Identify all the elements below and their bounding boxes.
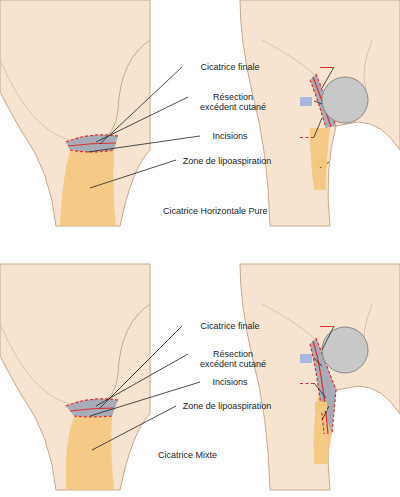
legend-text: Zone de lipoaspiration xyxy=(172,156,282,166)
legend-swatch xyxy=(300,97,312,106)
legend-text: Résection excédent cutané xyxy=(196,349,270,369)
legend-text: Résection excédent cutané xyxy=(196,92,270,112)
scar-line-sample xyxy=(320,67,334,68)
incision-line-sample xyxy=(300,383,314,384)
legend-swatch xyxy=(315,402,327,411)
legend-text: Zone de lipoaspiration xyxy=(172,401,282,411)
legend-text: Incisions xyxy=(190,131,270,141)
panel-caption: Cicatrice Horizontale Pure xyxy=(163,206,268,216)
legend-text: Cicatrice finale xyxy=(180,62,280,72)
legend-text: Incisions xyxy=(190,377,270,387)
legend-swatch xyxy=(300,354,312,363)
legend-text: Cicatrice finale xyxy=(180,321,280,331)
legend-swatch xyxy=(315,158,327,167)
panel-caption: Cicatrice Mixte xyxy=(158,450,217,460)
incision-line-sample xyxy=(300,137,314,138)
scar-line-sample xyxy=(320,326,334,327)
